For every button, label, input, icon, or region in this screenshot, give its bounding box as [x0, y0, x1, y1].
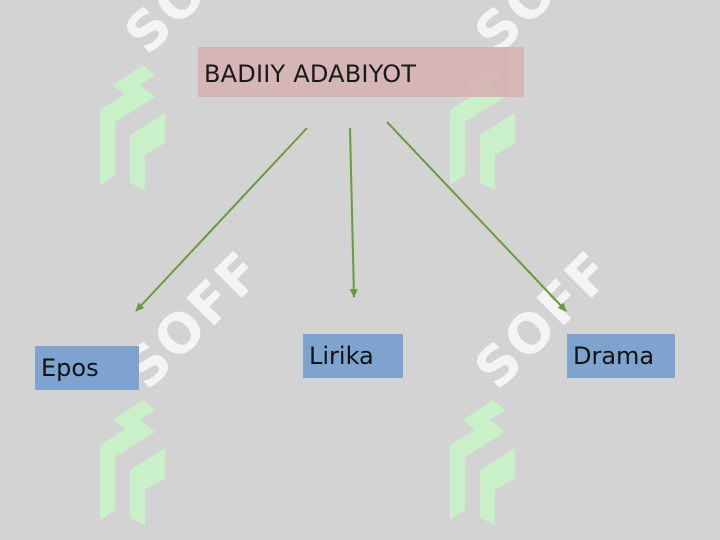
- node-lirika: Lirika: [303, 334, 403, 378]
- node-drama: Drama: [567, 334, 675, 378]
- root-node: BADIIY ADABIYOT: [198, 47, 524, 97]
- arrow-to-drama: [386, 121, 567, 312]
- node-epos: Epos: [35, 346, 139, 390]
- arrow-to-lirika: [349, 127, 358, 298]
- arrow-to-epos: [135, 127, 308, 312]
